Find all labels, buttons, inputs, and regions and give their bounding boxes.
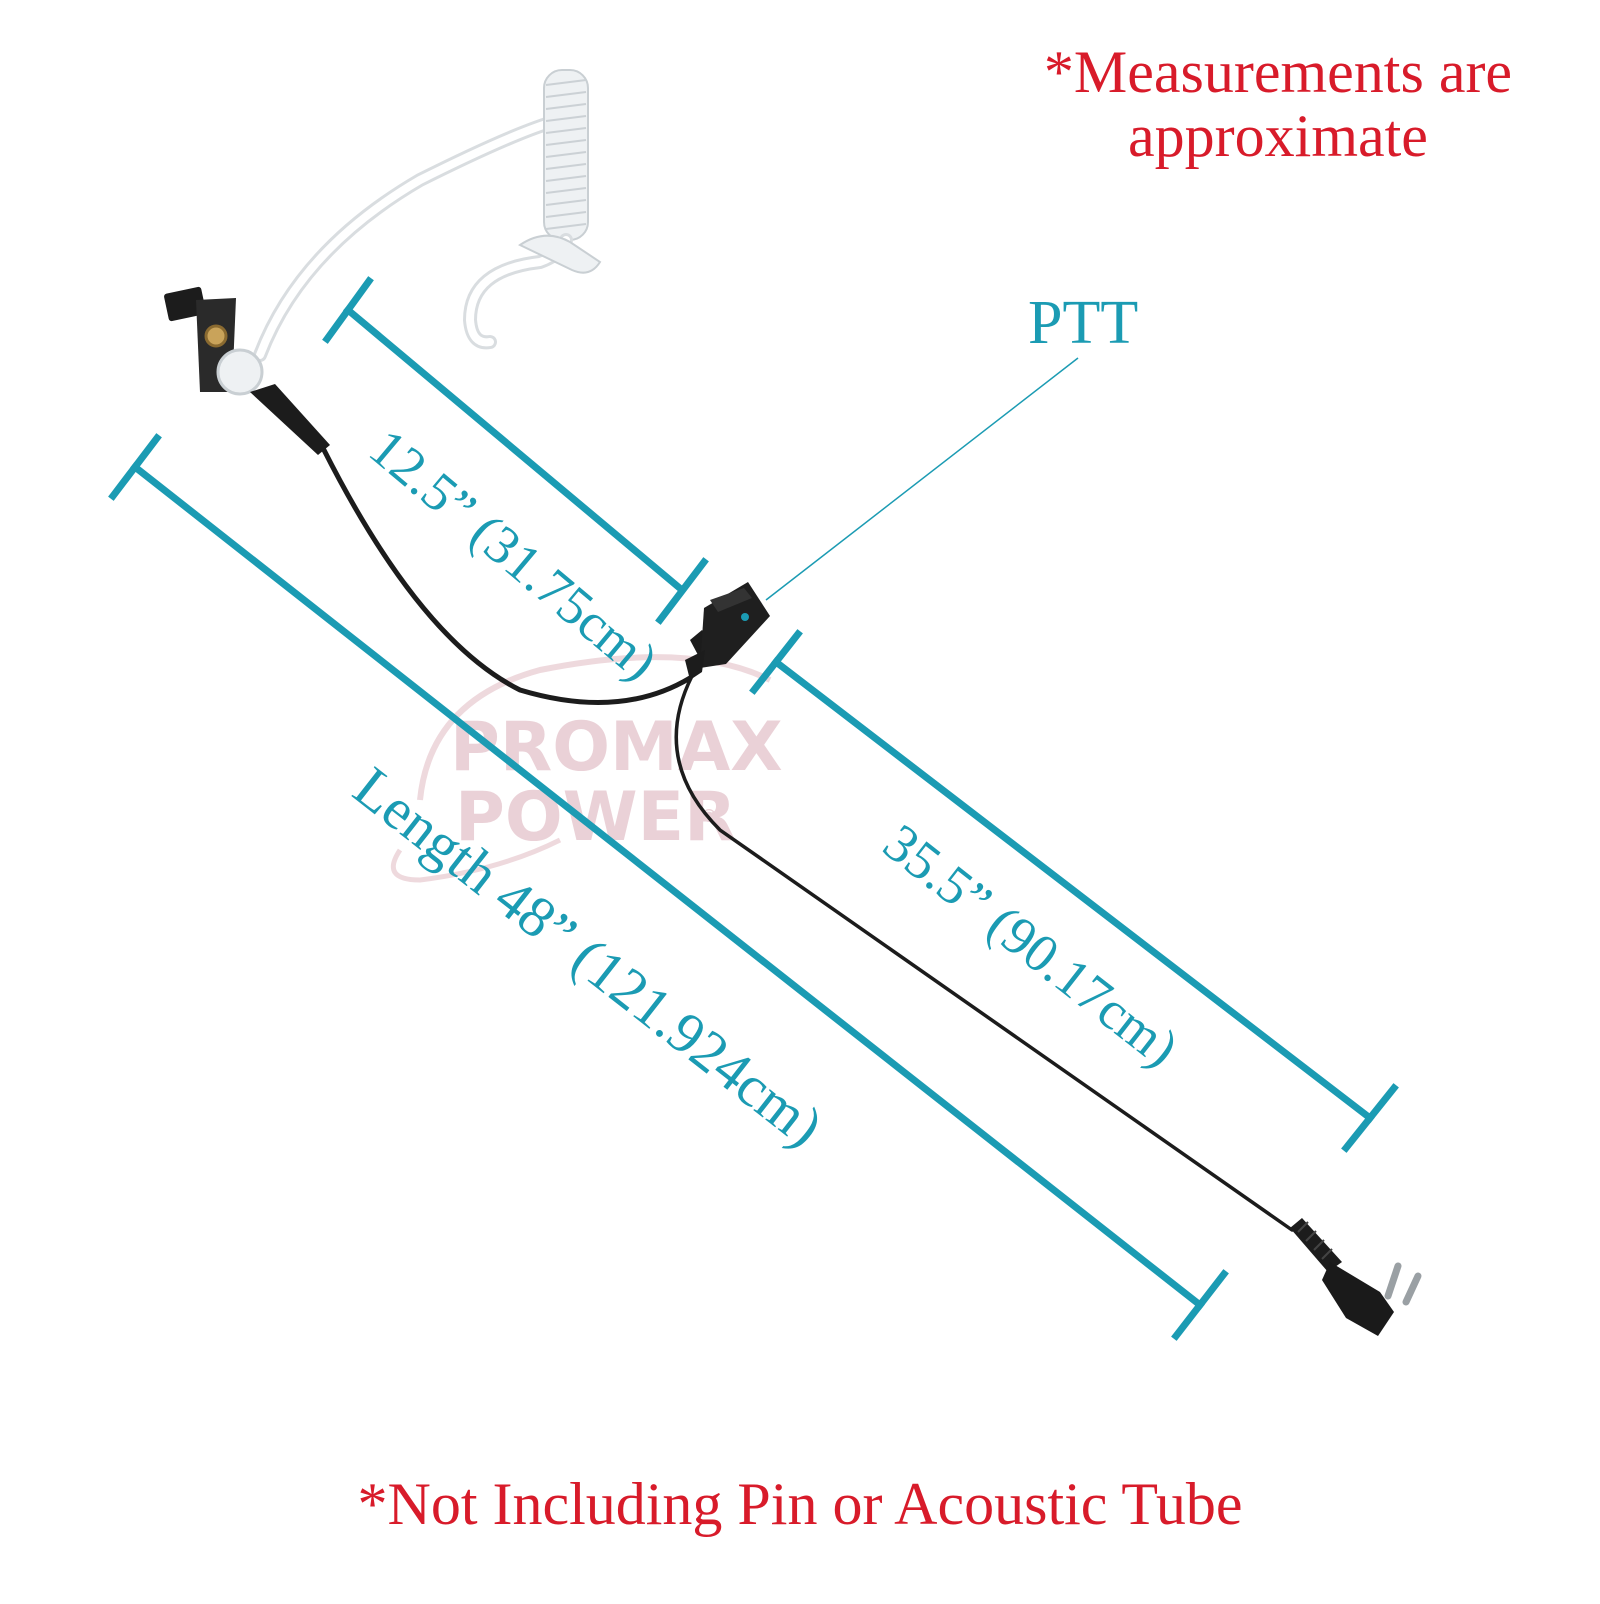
ptt-label: PTT [1028, 289, 1138, 357]
ear-tip [518, 234, 602, 274]
connector-pin-1 [1384, 1262, 1402, 1300]
dimension-mid-end-tick [1341, 1083, 1399, 1153]
coil-tube [543, 69, 589, 241]
two-pin-connector [1290, 1218, 1422, 1336]
connector-pin-2 [1402, 1272, 1422, 1306]
dimension-short-label: 12.5” (31.75cm) [358, 417, 669, 691]
watermark: PROMAX POWER ® [390, 654, 783, 883]
dimension-mid [749, 629, 1399, 1153]
ptt-leader-line [765, 357, 1079, 601]
clip-rivet [204, 324, 228, 348]
connector-strain-relief [1290, 1218, 1342, 1272]
measurement-note: *Measurements are approximate [1018, 40, 1538, 168]
watermark-line1: PROMAX [450, 708, 783, 787]
dimension-short-end-tick [655, 557, 709, 625]
dimension-short-start-tick [322, 276, 374, 344]
dimension-long-start-tick [108, 433, 162, 501]
dimension-long-end-tick [1171, 1269, 1229, 1341]
dimension-long [108, 433, 1229, 1341]
measurement-note-line2: approximate [1128, 103, 1428, 169]
ptt-switch [685, 582, 770, 680]
exclusion-note: *Not Including Pin or Acoustic Tube [357, 1471, 1243, 1537]
watermark-swoosh-lower [390, 837, 562, 883]
strain-relief-top [250, 384, 330, 455]
measurement-note-line1: *Measurements are [1043, 39, 1513, 105]
speaker-cap [216, 348, 264, 396]
ptt-led [741, 613, 749, 621]
clip-tab [164, 286, 206, 322]
earpiece-housing [164, 286, 330, 455]
dimension-mid-start-tick [749, 629, 803, 695]
acoustic-tube [253, 69, 602, 362]
dimension-short [322, 276, 709, 625]
cable [321, 447, 1294, 1232]
ptt-clip [710, 588, 752, 612]
